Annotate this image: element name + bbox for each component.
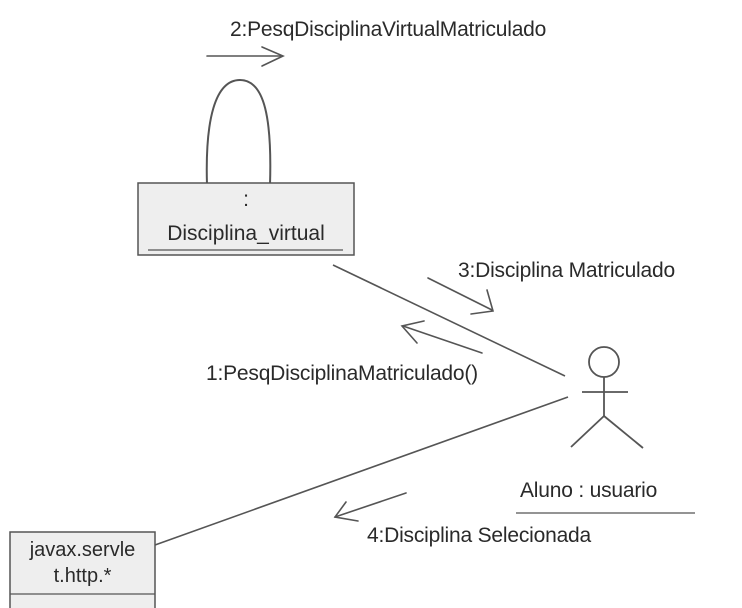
message-4-arrow — [333, 492, 407, 522]
servlet-line-2: t.http.* — [53, 565, 112, 587]
self-message-loop — [205, 78, 272, 186]
message-4-label: 4:Disciplina Selecionada — [367, 524, 592, 547]
actor-icon — [570, 346, 644, 449]
message-3-label: 3:Disciplina Matriculado — [458, 259, 675, 282]
servlet-box — [9, 531, 156, 608]
disciplina-virtual-name: Disciplina_virtual — [167, 222, 325, 245]
message-2-label: 2:PesqDisciplinaVirtualMatriculado — [230, 18, 547, 41]
link-actor-servlet — [154, 396, 569, 546]
message-2-arrow — [206, 46, 285, 67]
message-3-arrow — [427, 277, 495, 315]
disciplina-virtual-colon: : — [243, 188, 249, 211]
disciplina-virtual-box — [137, 182, 355, 256]
servlet-line-1: javax.servle — [29, 539, 136, 561]
message-1-label: 1:PesqDisciplinaMatriculado() — [206, 362, 478, 385]
actor-label: Aluno : usuario — [520, 479, 658, 502]
link-disciplina-actor — [332, 264, 566, 377]
message-1-arrow — [400, 320, 483, 354]
